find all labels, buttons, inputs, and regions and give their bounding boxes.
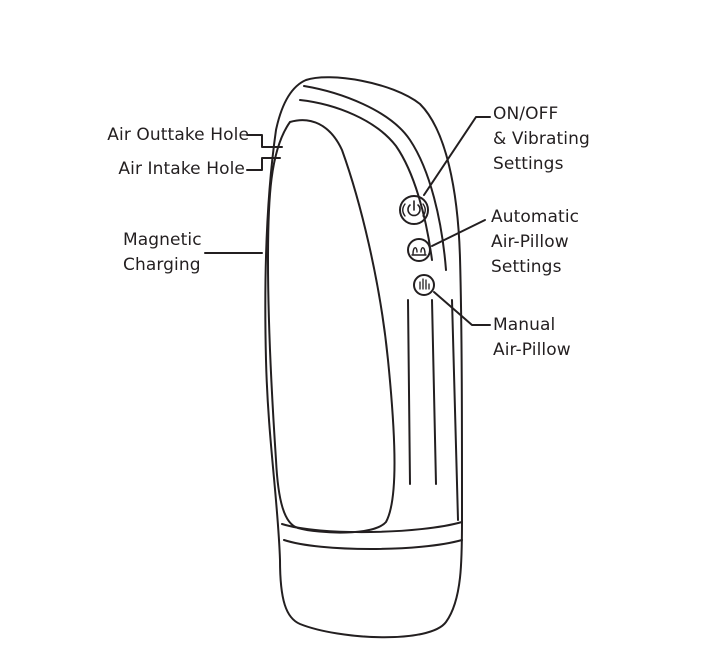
label-on-off-vibrating: ON/OFF & Vibrating Settings [493,104,590,174]
device-side-line-3 [451,299,459,521]
leader-automatic [431,219,486,247]
label-manual-air-pillow: Manual Air-Pillow [493,315,571,360]
air-pillow-auto-icon[interactable] [407,238,431,262]
leader-air-outtake [246,134,283,148]
label-magnetic-charging: Magnetic Charging [123,230,202,275]
device-bottom-ring-1 [281,521,463,534]
label-air-intake: Air Intake Hole [118,159,245,179]
device-top-band-inner [299,99,433,261]
device-outer-body [264,76,463,639]
leader-air-intake [246,157,281,171]
device-top-band [303,85,447,271]
leader-manual [433,291,491,326]
power-vibration-icon[interactable] [399,195,429,225]
label-air-outtake: Air Outtake Hole [107,125,249,145]
device-bottom-ring-2 [283,539,463,550]
leader-on-off [423,116,491,196]
device-side-line-2 [431,299,437,485]
device-side-line-1 [407,299,411,485]
device-inner-shell [267,119,396,534]
hand-icon[interactable] [413,274,435,296]
label-automatic-air-pillow: Automatic Air-Pillow Settings [491,207,580,277]
